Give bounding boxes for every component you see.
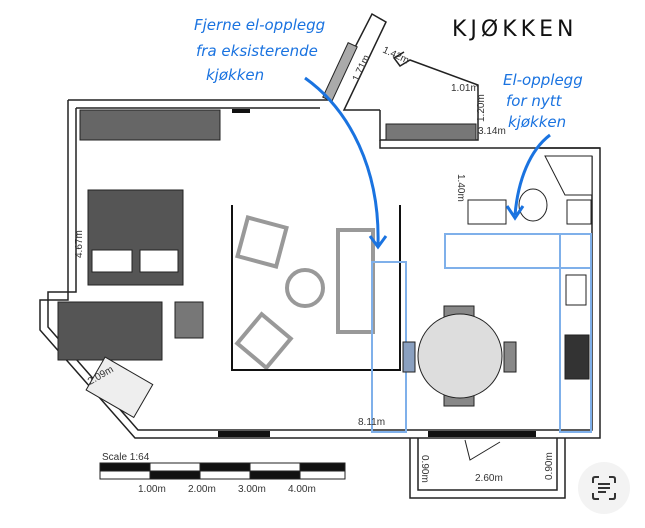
- scale-tick: 4.00m: [288, 484, 316, 495]
- bed: [87, 189, 184, 286]
- kitchen-counter-old: [385, 123, 477, 141]
- window: [218, 431, 270, 437]
- arrow-new: [505, 133, 551, 221]
- dimension-label: 4.67m: [74, 230, 85, 258]
- dimension-label: 1.20m: [476, 94, 487, 122]
- dining-table: [402, 305, 517, 407]
- sink: [565, 274, 587, 306]
- door-swing: [464, 439, 501, 461]
- desk: [85, 356, 154, 419]
- radiator: [79, 109, 221, 141]
- dimension-label: 1.71m: [351, 53, 373, 83]
- bathroom: [467, 155, 593, 225]
- shelf: [174, 301, 204, 339]
- annotation-new-line3: kjøkken: [508, 113, 566, 131]
- title: KJØKKEN: [452, 17, 577, 42]
- scale-tick: 2.00m: [188, 484, 216, 495]
- dimension-label: 1.40m: [455, 174, 466, 202]
- annotation-new-line2: for nytt: [506, 92, 563, 110]
- dimension-label: 8.11m: [358, 417, 385, 428]
- scale-tick: 1.00m: [138, 484, 166, 495]
- dimension-label: 1.42m: [381, 45, 411, 67]
- scale-bar: [99, 462, 346, 480]
- annotation-remove-line1: Fjerne el-opplegg: [194, 16, 325, 34]
- dimension-label: 0.90m: [419, 455, 430, 483]
- scale-label: Scale 1:64: [102, 452, 150, 463]
- window: [428, 431, 536, 437]
- window: [232, 109, 250, 113]
- stove: [564, 334, 590, 380]
- annotation-new-line1: El-opplegg: [503, 71, 583, 89]
- scan-text-icon: [592, 476, 616, 500]
- scale-tick: 3.00m: [238, 484, 266, 495]
- scan-text-button[interactable]: [578, 462, 630, 514]
- dimension-label: 3.14m: [478, 126, 506, 137]
- arrow-remove: [304, 76, 388, 250]
- bunk-bed: [57, 301, 163, 361]
- living-area: [234, 215, 375, 371]
- annotation-remove-line3: kjøkken: [206, 66, 264, 84]
- dimension-label: 0.90m: [544, 452, 555, 480]
- annotation-remove-line2: fra eksisterende: [196, 42, 318, 60]
- dimension-label: 2.60m: [475, 473, 503, 484]
- dimension-label: 1.01m: [451, 83, 479, 94]
